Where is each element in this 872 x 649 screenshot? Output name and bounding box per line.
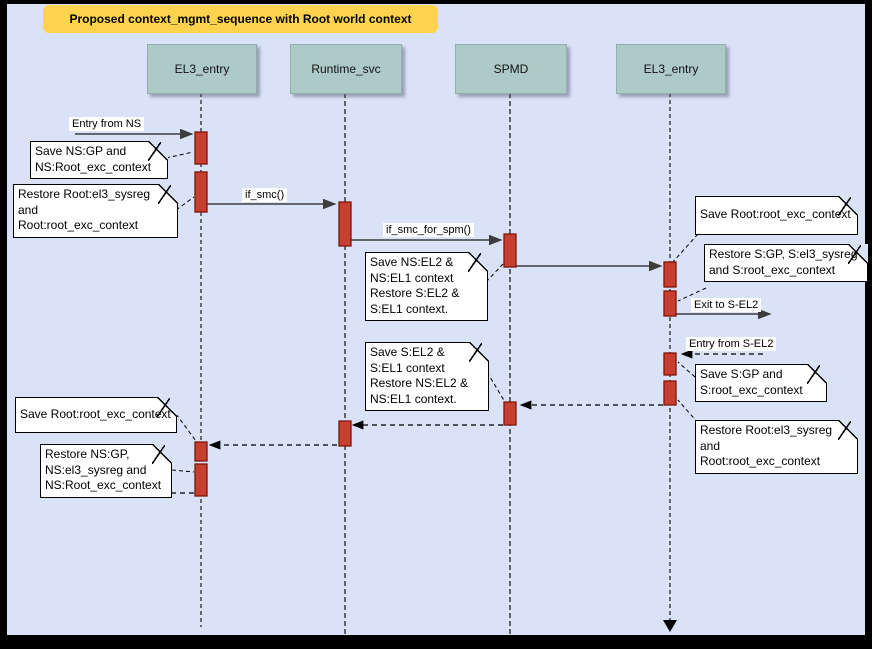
- note-save-root-ctx-left: Save Root:root_exc_context: [15, 397, 177, 433]
- message-label-entry-from-s-el2: Entry from S-EL2: [686, 337, 777, 351]
- lifeline-head-runtime-svc: Runtime_svc: [290, 44, 402, 94]
- activation-el3entry2-b: [663, 290, 677, 317]
- note-save-s-gp: Save S:GP and S:root_exc_context: [695, 364, 827, 402]
- lifeline-head-el3-entry-2: EL3_entry: [616, 44, 726, 94]
- activation-el3entry1-a: [194, 131, 208, 165]
- activation-spmd-a: [503, 233, 517, 268]
- activation-el3entry2-c: [663, 352, 677, 376]
- lifeline-end-arrow: [663, 620, 677, 632]
- activation-el3entry1-c: [194, 441, 208, 462]
- activation-el3entry1-d: [194, 463, 208, 497]
- lifeline-head-el3-entry-1: EL3_entry: [147, 44, 257, 94]
- lifeline-head-spmd: SPMD: [455, 44, 567, 94]
- activation-el3entry2-a: [663, 261, 677, 288]
- activation-el3entry2-d: [663, 380, 677, 406]
- note-restore-root-sysreg-right: Restore Root:el3_sysreg and Root:root_ex…: [695, 420, 858, 474]
- message-label-if-smc: if_smc(): [242, 188, 288, 202]
- note-save-s-el2: Save S:EL2 & S:EL1 context Restore NS:EL…: [365, 342, 489, 411]
- note-restore-root-sysreg-left: Restore Root:el3_sysreg and Root:root_ex…: [13, 184, 178, 238]
- message-label-entry-from-ns: Entry from NS: [69, 117, 145, 131]
- activation-runtime-a: [338, 201, 352, 247]
- note-save-ns-gp: Save NS:GP and NS:Root_exc_context: [30, 141, 168, 179]
- note-connectors: [165, 151, 707, 473]
- activation-el3entry1-b: [194, 171, 208, 213]
- note-restore-ns-gp: Restore NS:GP, NS:el3_sysreg and NS:Root…: [40, 444, 172, 498]
- activation-spmd-b: [503, 401, 517, 426]
- note-save-root-ctx-right: Save Root:root_exc_context: [695, 196, 858, 235]
- activation-runtime-b: [338, 420, 352, 447]
- activation-bars: [194, 131, 677, 497]
- message-label-if-smc-for-spm: if_smc_for_spm(): [383, 223, 474, 237]
- note-save-ns-el2: Save NS:EL2 & NS:EL1 context Restore S:E…: [365, 252, 488, 321]
- call-arrows: [75, 128, 772, 320]
- diagram-title: Proposed context_mgmt_sequence with Root…: [43, 5, 438, 33]
- note-restore-s-gp: Restore S:GP, S:el3_sysreg and S:root_ex…: [704, 244, 868, 282]
- message-label-exit-to-s-el2: Exit to S-EL2: [691, 298, 762, 312]
